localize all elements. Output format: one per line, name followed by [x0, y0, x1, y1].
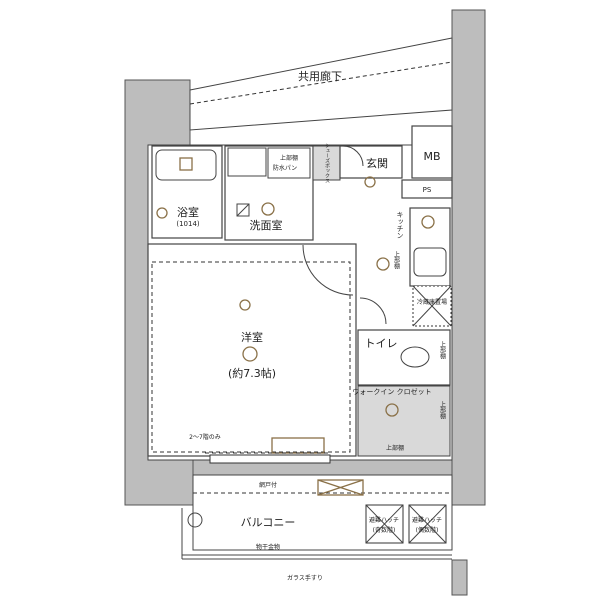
western-room	[147, 243, 357, 457]
washroom-light-icon	[261, 202, 275, 216]
closet-light-icon	[385, 403, 399, 417]
toilet-bowl	[400, 346, 430, 368]
ps-label: PS	[423, 186, 432, 194]
screen-door-label: 網戸付	[259, 481, 277, 489]
front-door-swing[interactable]	[342, 145, 364, 167]
entrance-light-icon	[364, 176, 376, 188]
upper-shelf-label-5: 上部棚	[439, 400, 446, 420]
right-wall	[451, 9, 486, 506]
outdoor-unit	[317, 479, 364, 496]
western-room-label: 洋室	[241, 330, 263, 344]
pipe-space	[401, 179, 453, 199]
fridge-label: 冷蔵庫置場	[417, 298, 447, 306]
toilet-label: トイレ	[365, 337, 398, 350]
washbasin	[227, 147, 267, 177]
hatch-odd-label: 避難ハッチ	[369, 516, 399, 524]
room-light-icon	[242, 346, 258, 362]
shared-corridor	[189, 37, 453, 131]
kitchen-counter	[409, 207, 451, 287]
drain-icon	[187, 512, 203, 528]
glass-railing-label: ガラス手すり	[287, 574, 323, 582]
hallway-light-icon	[376, 257, 390, 271]
upper-shelf-label-1: 上部棚	[280, 154, 298, 162]
corridor-label: 共用廊下	[298, 69, 342, 83]
upper-shelf-label-2: 上部棚	[393, 250, 400, 270]
drying-hardware-label: 物干金物	[256, 543, 280, 551]
entrance-label: 玄関	[366, 156, 388, 170]
bath-size: (1014)	[176, 220, 200, 228]
mb-label: MB	[423, 150, 440, 163]
ceiling-line	[151, 261, 351, 453]
ac-outlet-icon	[239, 299, 251, 311]
meter-box	[411, 125, 453, 179]
balcony-label: バルコニー	[241, 516, 296, 529]
walk-in-closet-label: ウォークイン クロゼット	[352, 387, 431, 396]
kitchen-label: キッチン	[396, 211, 404, 239]
washroom	[224, 145, 314, 241]
mirror-cabinet-icon	[236, 203, 250, 217]
balcony-window[interactable]	[209, 454, 331, 464]
floors-note: 2～7階のみ	[189, 433, 221, 441]
corridor-eave-line	[189, 61, 453, 105]
shoe-box	[312, 145, 341, 181]
hatch-even-note: (偶数階)	[416, 526, 439, 534]
shoe-box-label: シューズボックス	[324, 143, 330, 183]
room-door-swing[interactable]	[302, 244, 354, 296]
toilet-room	[357, 329, 451, 386]
bath-light-icon	[156, 207, 168, 219]
upper-shelf-label-3: 上部棚	[439, 340, 446, 360]
bath-label: 浴室	[177, 205, 199, 219]
entrance	[339, 145, 403, 179]
washing-machine-pan	[267, 147, 311, 179]
bath-fan-icon	[179, 157, 193, 171]
hatch-even-label: 避難ハッチ	[412, 516, 442, 524]
washroom-label: 洗面室	[250, 218, 283, 232]
toilet-door-swing[interactable]	[359, 297, 387, 325]
hatch-odd-note: (奇数階)	[373, 526, 396, 534]
stove-icon	[421, 215, 435, 229]
sink-icon	[413, 247, 447, 277]
bathroom	[151, 145, 223, 239]
walk-in-closet	[357, 385, 451, 457]
waterproof-pan-label: 防水パン	[273, 164, 297, 172]
upper-shelf-label-4: 上部棚	[386, 444, 404, 452]
bathtub	[155, 149, 217, 181]
western-room-size: (約7.3帖)	[228, 366, 276, 380]
